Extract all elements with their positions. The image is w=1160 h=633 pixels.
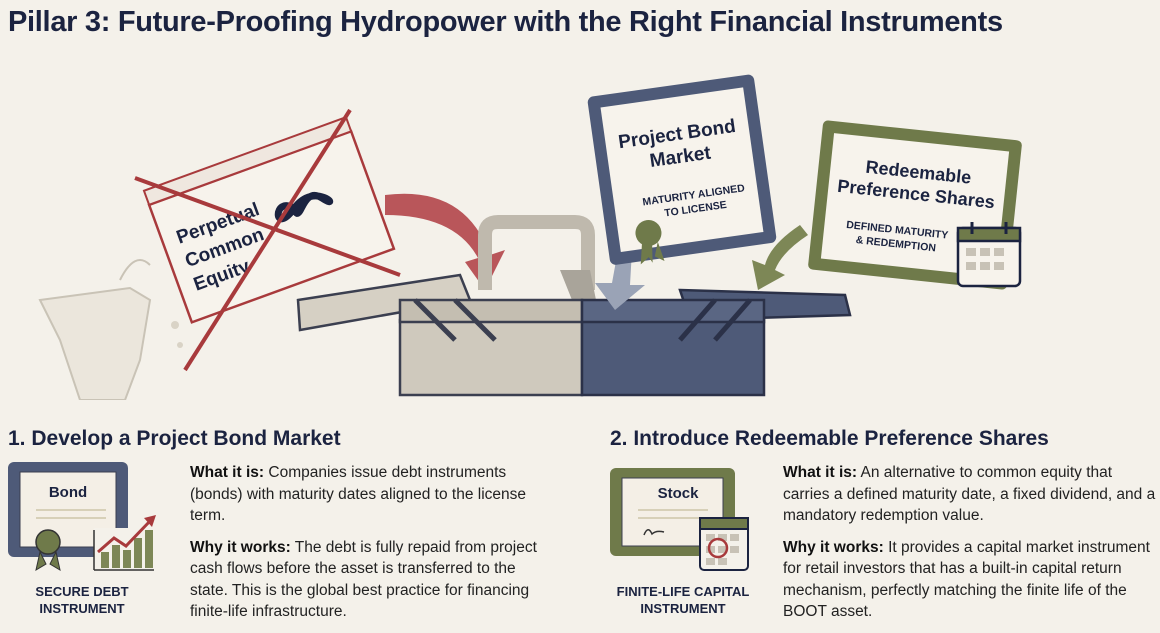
preference-description: What it is: An alternative to common equ…	[783, 462, 1158, 633]
stock-certificate-icon: Stock	[610, 468, 749, 571]
what-label: What it is:	[190, 464, 265, 481]
why-text: It provides a capital market instrument …	[783, 538, 1150, 621]
why-label: Why it works:	[783, 538, 884, 556]
crumbling-cliff-icon	[38, 259, 183, 400]
what-text: An alternative to common equity that car…	[783, 464, 1156, 524]
calendar-icon	[699, 517, 749, 571]
bond-caption-line-1: SECURE DEBT	[35, 584, 129, 599]
bond-description: What it is: Companies issue debt instrum…	[190, 462, 550, 633]
cross-out-icon	[134, 108, 401, 372]
seal-icon	[35, 529, 61, 572]
page-title: Pillar 3: Future-Proofing Hydropower wit…	[8, 6, 1003, 38]
what-text: Companies issue debt instruments (bonds)…	[190, 464, 527, 524]
toolbox-icon	[296, 215, 852, 397]
slate-arrow-icon	[595, 250, 645, 310]
infinity-icon	[274, 192, 334, 223]
calendar-icon	[956, 222, 1022, 288]
preference-caption-line-2: INSTRUMENT	[640, 601, 726, 616]
section-heading-bond: 1. Develop a Project Bond Market	[8, 427, 341, 450]
preference-caption: FINITE-LIFE CAPITAL INSTRUMENT	[608, 583, 758, 617]
stock-icon-label: Stock	[658, 485, 700, 502]
bond-caption: SECURE DEBT INSTRUMENT	[12, 583, 152, 617]
section-heading-preference: 2. Introduce Redeemable Preference Share…	[610, 427, 1049, 450]
what-label: What it is:	[783, 464, 858, 481]
seal-icon	[635, 220, 665, 265]
hero-illustration: Perpetual Common Equity Project Bond Mar…	[38, 74, 1022, 400]
bond-certificate-icon: Bond	[8, 462, 156, 572]
project-bond-certificate: Project Bond Market MATURITY ALIGNED TO …	[587, 74, 777, 265]
bond-icon-label: Bond	[49, 484, 87, 501]
why-label: Why it works:	[190, 538, 291, 556]
preference-caption-line-1: FINITE-LIFE CAPITAL	[616, 584, 750, 599]
growth-chart-icon	[101, 530, 153, 568]
why-text: The debt is fully repaid from project ca…	[190, 538, 537, 621]
green-arrow-icon	[752, 225, 808, 290]
red-arrow-icon	[385, 193, 505, 290]
bond-caption-line-2: INSTRUMENT	[39, 601, 125, 616]
